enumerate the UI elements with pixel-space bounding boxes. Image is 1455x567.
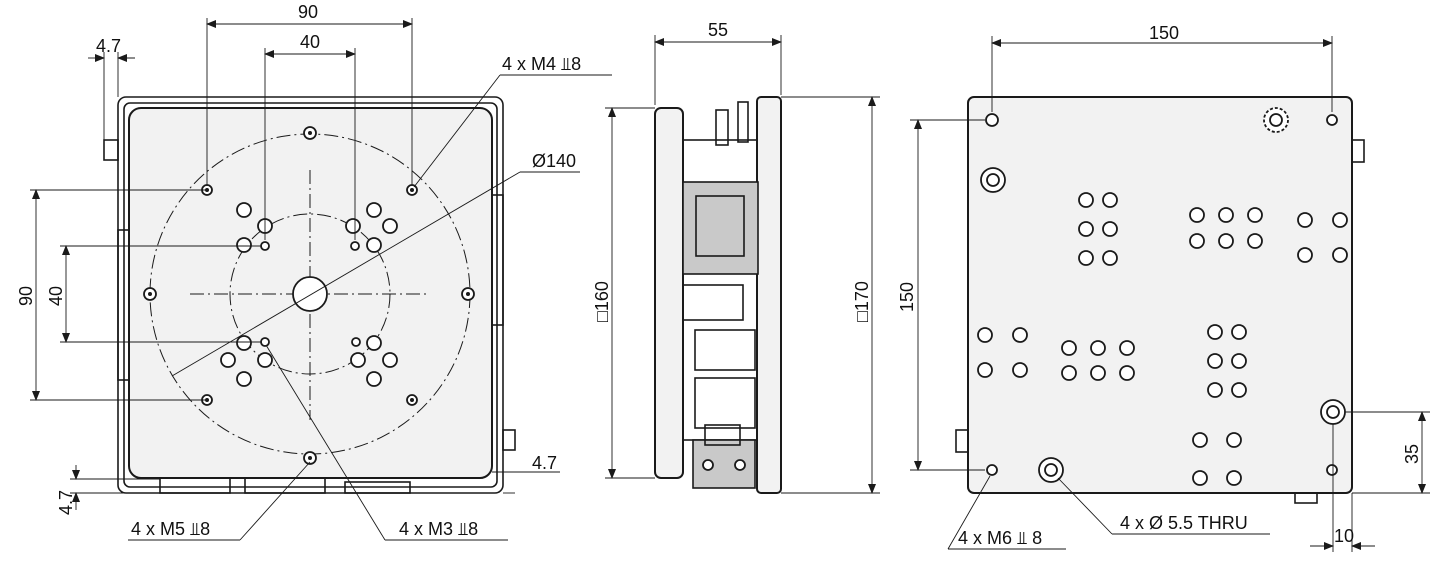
- side-connector: [737, 101, 749, 143]
- dim-4-7-top: 4.7: [96, 36, 121, 56]
- side-gear-housing: [694, 329, 756, 371]
- dim-10: 10: [1334, 526, 1354, 546]
- dim-35: 35: [1402, 444, 1422, 464]
- side-gear-housing: [682, 284, 744, 321]
- dim-90-top: 90: [298, 2, 318, 22]
- back-side-tab: [1351, 139, 1365, 163]
- front-view: 90 40 4.7 90 40 4.7 4.7 Ø140: [16, 2, 612, 541]
- m6-holes: [985, 113, 1338, 476]
- side-gear-housing: [694, 377, 756, 429]
- pattern-b: [1189, 207, 1263, 249]
- pattern-d: [977, 327, 1028, 378]
- pin-cluster-upper-left: [236, 202, 273, 253]
- dim-55: 55: [708, 20, 728, 40]
- side-cable-gland-top: [704, 424, 741, 446]
- side-motor-face: [695, 195, 745, 257]
- dim-90-left: 90: [16, 286, 36, 306]
- front-bottom-connector: [159, 477, 231, 494]
- dim-40-top: 40: [300, 32, 320, 52]
- back-view: 150 150 35 10 4 x M6 ⫫ 8 4 x Ø 5.5 THRU: [897, 23, 1430, 552]
- dim-150-left: 150: [897, 282, 917, 312]
- dim-170: □170: [852, 281, 872, 322]
- pattern-c: [1297, 212, 1348, 263]
- front-side-tab: [502, 429, 516, 451]
- callout-m4: 4 x M4 ⫫8: [502, 54, 581, 74]
- front-side-tab: [103, 139, 119, 161]
- pin-cluster-lower-left: [220, 335, 273, 387]
- front-inner-frame: [123, 102, 498, 488]
- side-base-plate: [756, 96, 782, 494]
- back-base-plate: [967, 96, 1353, 494]
- front-bottom-connector: [244, 477, 326, 494]
- back-foot: [1294, 492, 1318, 504]
- m5-holes: [143, 126, 475, 465]
- dim-160: □160: [592, 281, 612, 322]
- dim-4-7-right: 4.7: [532, 453, 557, 473]
- m4-holes: [201, 184, 418, 406]
- front-right-rail: [491, 194, 504, 326]
- front-bottom-connector: [344, 481, 411, 494]
- pin-cluster-lower-right: [350, 335, 398, 387]
- side-top-plate: [654, 107, 684, 479]
- side-view: 55 □160 □170: [592, 20, 880, 494]
- callout-thru: 4 x Ø 5.5 THRU: [1120, 513, 1248, 533]
- pattern-a: [1078, 192, 1118, 266]
- dim-40-left: 40: [46, 286, 66, 306]
- center-bore: [292, 276, 328, 312]
- side-connector: [715, 109, 729, 146]
- back-hole-pattern: [977, 192, 1348, 486]
- front-left-rail: [117, 229, 130, 381]
- dim-diameter-140: Ø140: [532, 151, 576, 171]
- pattern-g: [1192, 432, 1242, 486]
- pattern-e: [1061, 340, 1135, 381]
- callout-m5: 4 x M5 ⫫8: [131, 519, 210, 539]
- dim-150-top: 150: [1149, 23, 1179, 43]
- callout-m6: 4 x M6 ⫫ 8: [958, 528, 1042, 548]
- callout-m3: 4 x M3 ⫫8: [399, 519, 478, 539]
- pattern-f: [1207, 324, 1247, 398]
- thru-holes: [980, 107, 1346, 483]
- back-side-tab: [955, 429, 969, 453]
- dim-4-7-bottom: 4.7: [56, 490, 76, 515]
- pin-cluster-upper-right: [345, 202, 398, 253]
